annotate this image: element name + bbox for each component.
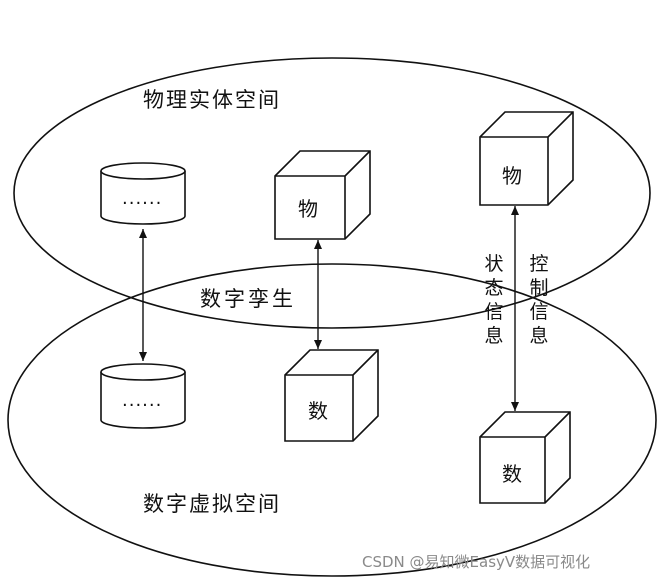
physical-space-label: 物理实体空间 <box>143 88 281 112</box>
database-label-digital: ...... <box>122 390 163 411</box>
control-info-label: 控制信息 <box>529 253 549 347</box>
database-icon-digital <box>100 363 186 429</box>
physical-space-region <box>13 57 651 329</box>
cube-physical-right <box>479 111 574 206</box>
status-info-label: 状态信息 <box>484 253 504 347</box>
cube-digital-mid <box>284 349 379 442</box>
cube-label-physical-right: 物 <box>502 164 522 188</box>
database-label-physical: ...... <box>122 188 163 209</box>
digital-twin-label: 数字孪生 <box>196 283 300 313</box>
digital-space-region <box>7 263 657 577</box>
digital-space-label: 数字虚拟空间 <box>143 492 281 516</box>
database-icon-physical <box>100 162 186 225</box>
cube-label-digital-mid: 数 <box>308 399 328 423</box>
cube-label-physical-mid: 物 <box>298 197 318 221</box>
watermark: CSDN @易知微EasyV数据可视化 <box>362 553 591 571</box>
cube-digital-right <box>479 411 571 504</box>
cube-label-digital-right: 数 <box>502 462 522 486</box>
cube-physical-mid <box>274 150 371 240</box>
